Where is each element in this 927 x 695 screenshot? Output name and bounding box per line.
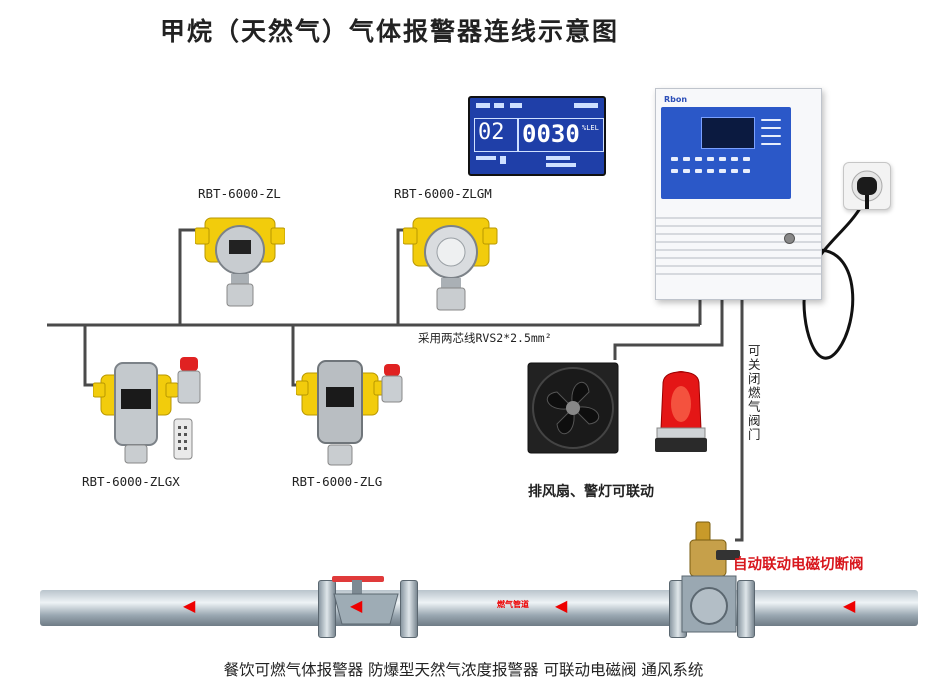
lcd-display-panel: 02 0030 %LEL <box>468 96 606 176</box>
lcd-channel-box <box>474 118 518 152</box>
socket-plug-icon <box>851 170 883 209</box>
controller-key <box>695 157 702 161</box>
detector-label-zl: RBT-6000-ZL <box>198 186 281 201</box>
warning-beacon <box>655 371 707 452</box>
diagram-title: 甲烷（天然气）气体报警器连线示意图 <box>160 17 620 46</box>
controller-key-lock <box>784 233 795 244</box>
controller-vent <box>656 217 821 219</box>
controller-vent <box>656 233 821 235</box>
flow-direction-arrow: ◀ <box>183 596 196 615</box>
controller-key <box>683 169 690 173</box>
detector-label-zlgm: RBT-6000-ZLGM <box>394 186 492 201</box>
lcd-reading-box <box>518 118 604 152</box>
controller-key <box>743 157 750 161</box>
alarm-controller: Rbon <box>655 88 822 300</box>
controller-key <box>707 157 714 161</box>
controller-brand-logo: Rbon <box>664 95 688 104</box>
controller-vent <box>656 265 821 267</box>
cable-spec-label: 采用两芯线RVS2*2.5mm² <box>418 331 552 345</box>
pipe-flange <box>318 580 336 638</box>
gas-detector-zl <box>195 217 285 307</box>
controller-key <box>671 157 678 161</box>
solenoid-shutoff-valve <box>681 521 740 633</box>
fan-alarm-linkage-label: 排风扇、警灯可联动 <box>528 484 654 500</box>
flow-direction-arrow: ◀ <box>843 596 856 615</box>
controller-vent <box>656 241 821 243</box>
controller-indicator <box>761 143 781 145</box>
remote-control-icon <box>173 418 193 460</box>
controller-indicator <box>761 135 781 137</box>
controller-key <box>731 157 738 161</box>
controller-vent <box>656 273 821 275</box>
lcd-channel: 02 <box>478 120 505 145</box>
lcd-reading: 0030 <box>522 120 580 148</box>
controller-front-panel <box>661 107 791 199</box>
detector-label-zlgx: RBT-6000-ZLGX <box>82 474 180 489</box>
controller-key <box>707 169 714 173</box>
remote-alarm-light <box>381 364 403 403</box>
controller-indicator <box>761 127 781 129</box>
power-socket <box>843 162 891 210</box>
controller-vent <box>656 257 821 259</box>
flow-direction-arrow: ◀ <box>555 596 568 615</box>
controller-vent <box>656 249 821 251</box>
lcd-status-marks <box>476 103 598 167</box>
gas-detector-zlg <box>296 360 386 466</box>
controller-key <box>719 157 726 161</box>
flow-direction-arrow: ◀ <box>350 596 363 615</box>
controller-vent <box>656 225 821 227</box>
solenoid-valve-label: 自动联动电磁切断阀 <box>733 557 864 573</box>
lcd-unit: %LEL <box>582 124 599 132</box>
pipe-label-tag: 燃气管道 <box>497 600 529 609</box>
controller-screen <box>701 117 755 149</box>
gas-detector-zlgx <box>93 362 178 464</box>
diagram-footer-caption: 餐饮可燃气体报警器 防爆型天然气浓度报警器 可联动电磁阀 通风系统 <box>223 661 704 679</box>
controller-indicator <box>761 119 781 121</box>
controller-key <box>743 169 750 173</box>
gas-pipeline <box>40 590 918 626</box>
manual-ball-valve <box>332 576 399 625</box>
controller-key <box>695 169 702 173</box>
exhaust-fan <box>527 362 619 454</box>
pipe-flange <box>400 580 418 638</box>
controller-key <box>731 169 738 173</box>
remote-alarm-light <box>177 357 201 404</box>
pipe-flange <box>737 580 755 638</box>
detector-label-zlg: RBT-6000-ZLG <box>292 474 383 489</box>
valve-cable-label: 可关闭燃气阀门 <box>748 343 761 442</box>
gas-detector-zlgm <box>403 217 498 311</box>
controller-key <box>683 157 690 161</box>
controller-key <box>719 169 726 173</box>
controller-key <box>671 169 678 173</box>
